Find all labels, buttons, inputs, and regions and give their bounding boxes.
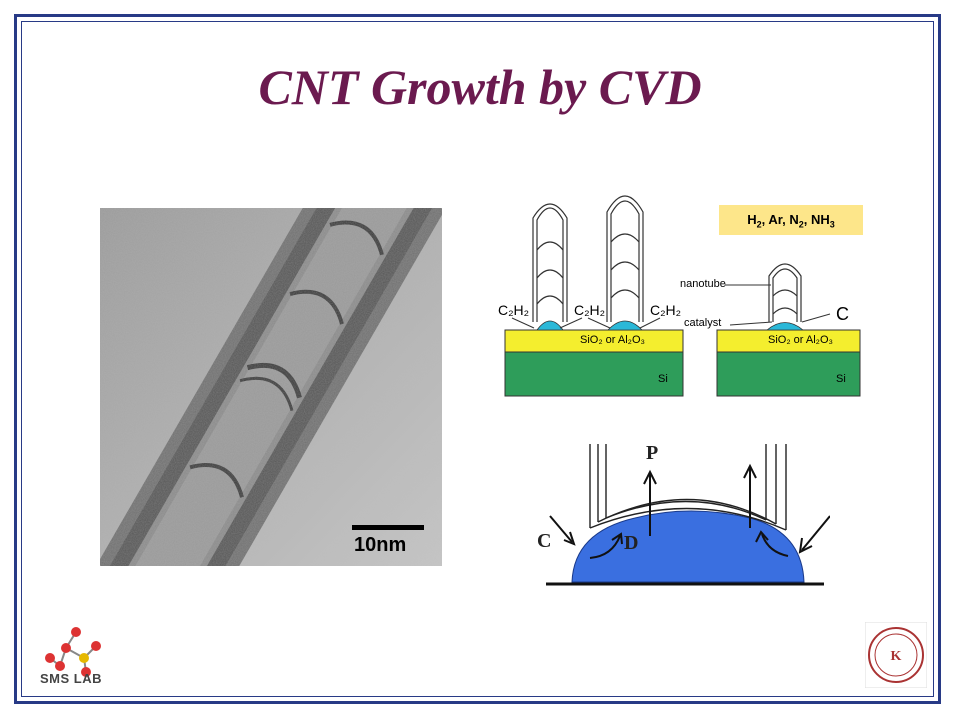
- kist-seal-icon: K: [865, 622, 927, 688]
- oxide-layer-label-left: SiO₂ or Al₂O₃: [580, 334, 645, 346]
- mechanism-c-label: C: [537, 530, 552, 552]
- growth-schematic: [504, 195, 861, 397]
- nanotube-label: nanotube: [680, 278, 726, 290]
- scale-bar: [352, 525, 424, 530]
- carbon-label: C: [836, 304, 849, 324]
- oxide-layer-label-right: SiO₂ or Al₂O₃: [768, 334, 833, 346]
- slide-frame-outer: [14, 14, 941, 704]
- c2h2-label-3: C₂H₂: [650, 302, 682, 318]
- slide-title: CNT Growth by CVD: [258, 59, 702, 115]
- gas-label-box: H2, Ar, N2, NH3: [719, 205, 863, 235]
- si-layer-label-left: Si: [658, 373, 668, 385]
- mechanism-d-label: D: [624, 532, 639, 554]
- sms-lab-logo-icon: [45, 627, 101, 677]
- svg-text:K: K: [891, 649, 902, 664]
- sms-lab-logo-text: SMS LAB: [40, 671, 102, 686]
- tem-micrograph: [100, 208, 442, 566]
- c2h2-label-1: C₂H₂: [498, 302, 530, 318]
- c2h2-label-2: C₂H₂: [574, 302, 606, 318]
- mechanism-p-label: P: [646, 442, 659, 464]
- growth-mechanism-diagram: [546, 444, 830, 586]
- catalyst-label: catalyst: [684, 317, 722, 329]
- slide-frame-inner: [21, 21, 934, 697]
- scale-label: 10nm: [354, 534, 407, 556]
- si-layer-label-right: Si: [836, 373, 846, 385]
